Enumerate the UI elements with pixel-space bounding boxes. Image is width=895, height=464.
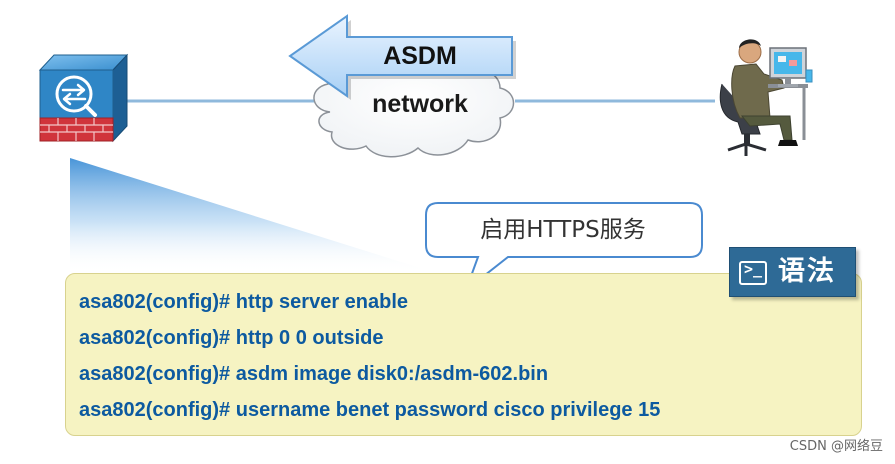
terminal-icon: >_ (739, 260, 767, 285)
terminal-prompt: >_ (744, 260, 763, 278)
command-line: asa802(config)# http server enable (79, 291, 409, 313)
cloud-label: network (372, 90, 468, 118)
syntax-badge: >_ 语法 (729, 247, 856, 297)
command-line: asa802(config)# asdm image disk0:/asdm-6… (79, 363, 549, 385)
command-line: asa802(config)# username benet password … (79, 399, 661, 421)
firewall-icon (38, 53, 129, 143)
user-at-computer-icon (719, 39, 813, 156)
command-list: asa802(config)# http server enable asa80… (79, 284, 660, 428)
left-arrow-icon (288, 14, 516, 100)
syntax-badge-label: 语法 (778, 256, 836, 287)
command-box: asa802(config)# http server enable asa80… (65, 273, 862, 436)
firewall-beam (70, 158, 436, 273)
command-line: asa802(config)# http 0 0 outside (79, 327, 384, 349)
callout-text: 启用HTTPS服务 (480, 217, 646, 243)
watermark: CSDN @网络豆 (789, 439, 883, 454)
asdm-arrow-label: ASDM (383, 42, 457, 70)
